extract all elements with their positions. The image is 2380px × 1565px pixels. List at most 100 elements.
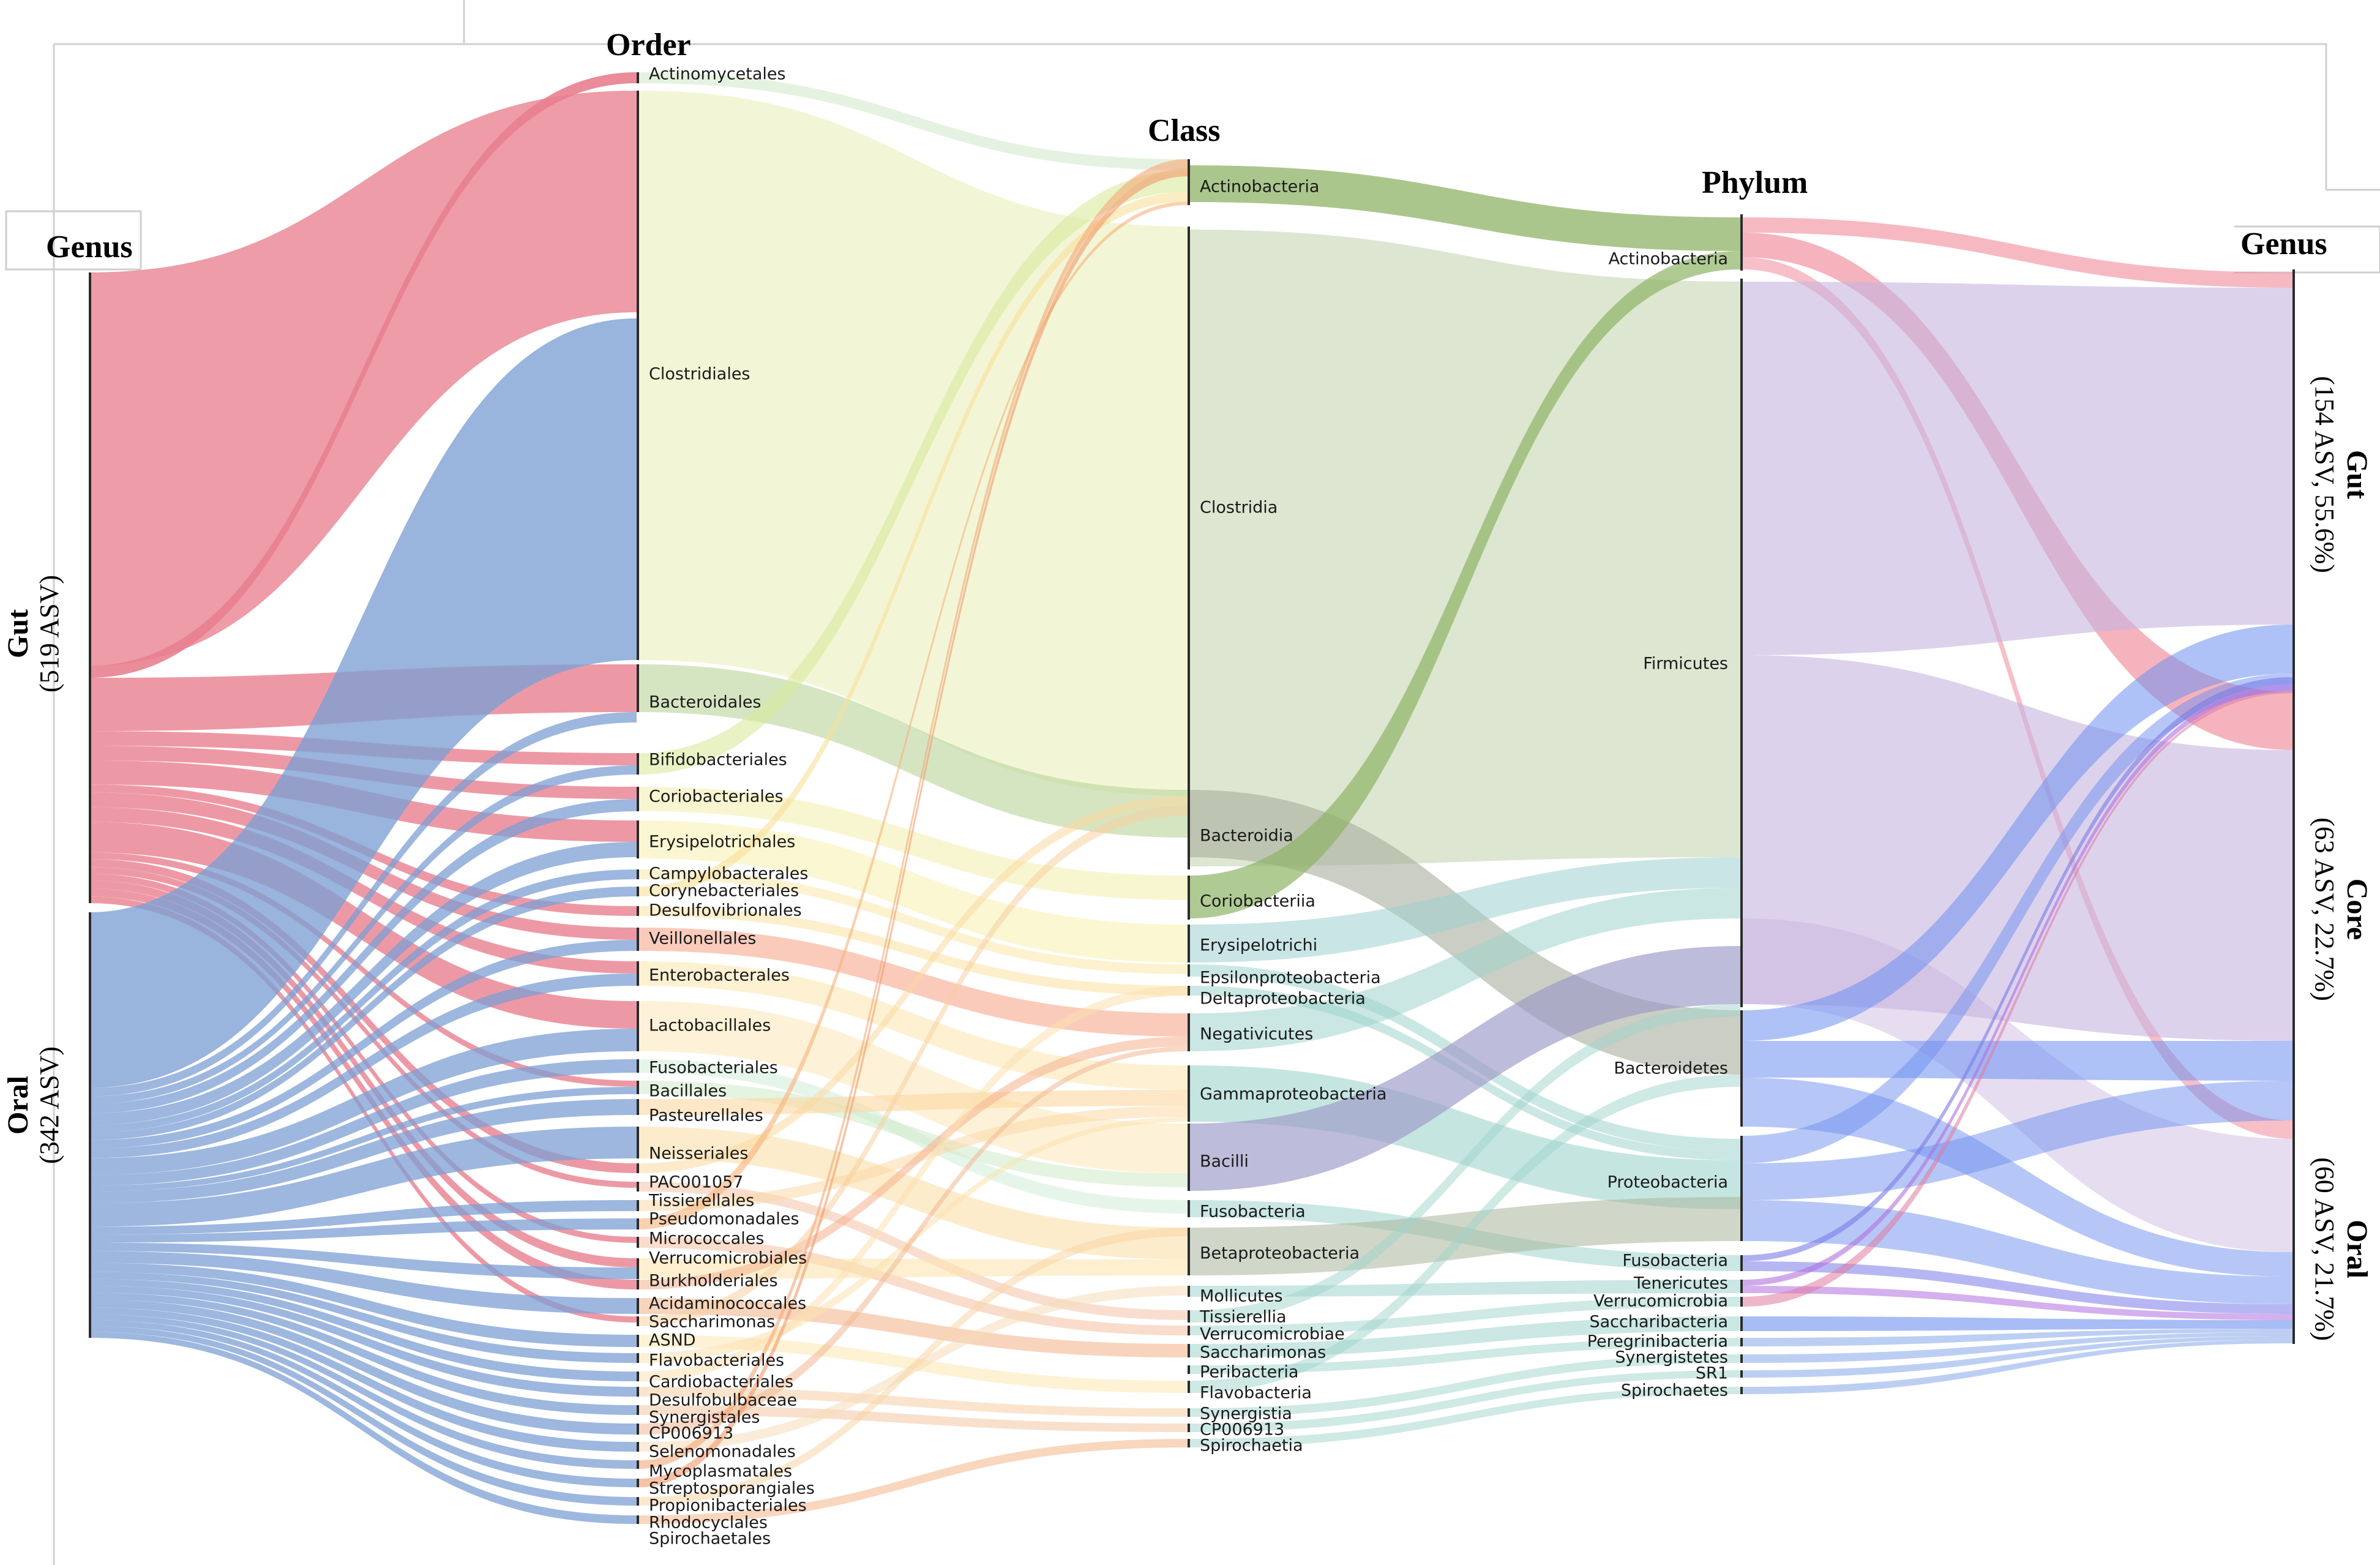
class-bar-bacteroidia	[1188, 790, 1190, 857]
phylum-bar-peregrinibacteria	[1740, 1338, 1743, 1346]
order-bifidobacteriales-to-class-actinobacteria	[639, 170, 1188, 775]
phylum-label-fusobacteria: Fusobacteria	[1622, 1252, 1728, 1270]
order-bar-lactobacillales	[637, 1001, 639, 1051]
oral-to-campylobacterales	[89, 869, 637, 1133]
class-label-synergistia: Synergistia	[1200, 1405, 1292, 1424]
order-cp006913-to-class-cp006913	[639, 1405, 1188, 1432]
class-mollicutes-to-phylum-tenericutes	[1190, 1280, 1740, 1297]
class-label-negativicutes: Negativicutes	[1200, 1025, 1313, 1044]
order-desulfovibrionales-to-class-deltaproteobacteria	[639, 906, 1188, 996]
oral-to-desulfobulbaceae	[89, 1278, 637, 1381]
order-label-asnd: ASND	[649, 1331, 696, 1350]
order-streptosporangiales-to-class-actinobacteria	[639, 159, 1188, 1469]
order-label-campylobacterales: Campylobacterales	[649, 865, 808, 884]
oral-to-mycoplasmatales	[89, 1307, 637, 1452]
order-bar-cp006913	[637, 1405, 639, 1415]
class-peribacteria-to-phylum-peregrinibacteria	[1190, 1338, 1740, 1374]
class-bar-deltaproteobacteria	[1188, 986, 1190, 996]
class-label-verrucomicrobiae: Verrucomicrobiae	[1200, 1325, 1345, 1344]
order-bar-corynebacteriales	[637, 887, 639, 896]
phylum-proteobacteria-to-gut	[1743, 674, 2292, 1163]
class-label-coriobacteriia: Coriobacteriia	[1200, 892, 1315, 911]
phylum-label-sr1: SR1	[1696, 1364, 1728, 1383]
class-label-peribacteria: Peribacteria	[1200, 1363, 1298, 1382]
class-label-flavobacteria: Flavobacteria	[1200, 1384, 1312, 1403]
node-labels: ActinomycetalesClostridialesBacteroidale…	[648, 65, 1728, 1548]
group-detail-oral-left: (342 ASV)	[34, 1046, 64, 1164]
phylum-verrucomicrobia-to-gut	[1743, 691, 2292, 1307]
order-label-veillonellales: Veillonellales	[649, 929, 756, 948]
order-bar-pasteurellales	[637, 1099, 639, 1115]
order-label-erysipelotrichales: Erysipelotrichales	[649, 833, 795, 852]
order-label-streptosporangiales: Streptosporangiales	[649, 1479, 815, 1498]
phylum-proteobacteria-to-core	[1743, 1081, 2292, 1200]
phylum-bar-spirochaetes	[1740, 1387, 1743, 1394]
class-clostridia-to-phylum-firmicutes	[1190, 230, 1740, 866]
order-label-bifidobacteriales: Bifidobacteriales	[649, 751, 787, 770]
order-tissierellales-to-class-tissierellia	[639, 1182, 1188, 1320]
order-bar-campylobacterales	[637, 869, 639, 879]
order-selenomonadales-to-class-negativicutes	[639, 1046, 1188, 1435]
column-title-class: Class	[1148, 113, 1220, 148]
phylum-firmicutes-to-gut	[1743, 282, 2292, 655]
class-bar-actinobacteria	[1188, 159, 1190, 205]
class-label-deltaproteobacteria: Deltaproteobacteria	[1200, 989, 1366, 1008]
order-bar-micrococcales	[637, 1218, 639, 1229]
oral-to-propionibacteriales	[89, 1320, 637, 1487]
class-saccharimonas-to-phylum-saccharibacteria	[1190, 1316, 1740, 1357]
order-bar-bacteroidales	[637, 664, 639, 712]
class-label-fusobacteria: Fusobacteria	[1200, 1203, 1306, 1222]
order-label-saccharimonas: Saccharimonas	[649, 1313, 775, 1332]
phylum-bacteroidetes-to-oral	[1743, 1078, 2292, 1277]
order-bar-bacillales	[637, 1081, 639, 1094]
order-synergistales-to-class-synergistia	[639, 1387, 1188, 1417]
class-bar-coriobacteriia	[1188, 876, 1190, 920]
group-label-oral-right: Oral (60 ASV, 21.7%)	[2310, 1157, 2373, 1341]
oral-to-enterobacterales	[89, 974, 637, 1158]
phylum-bacteroidetes-to-gut	[1743, 625, 2292, 1041]
order-bar-veillonellales	[637, 928, 639, 951]
order-bar-saccharimonas	[637, 1298, 639, 1314]
group-detail-gut-right: (154 ASV, 55.6%)	[2310, 376, 2340, 573]
class-label-mollicutes: Mollicutes	[1200, 1287, 1283, 1306]
class-bar-saccharimonas	[1188, 1344, 1190, 1357]
phylum-saccharibacteria-to-oral	[1743, 1316, 2292, 1331]
order-label-actinomycetales: Actinomycetales	[649, 65, 786, 84]
order-label-burkholderiales: Burkholderiales	[649, 1272, 778, 1291]
order-label-pasteurellales: Pasteurellales	[649, 1106, 763, 1125]
class-label-bacteroidia: Bacteroidia	[1200, 827, 1293, 846]
order-bar-desulfovibrionales	[637, 906, 639, 916]
phylum-actinobacteria-to-oral	[1743, 257, 2292, 1139]
class-label-erysipelotrichi: Erysipelotrichi	[1200, 936, 1317, 955]
phylum-bar-sr1	[1740, 1370, 1743, 1378]
oral-to-bacteroidales	[89, 712, 637, 1097]
class-bar-clostridia	[1188, 227, 1190, 869]
class-bar-mollicutes	[1188, 1286, 1190, 1297]
order-bacillales-to-class-bacilli	[639, 1081, 1188, 1187]
oral-to-clostridiales	[89, 318, 637, 1088]
oral-to-bifidobacteriales	[89, 765, 637, 1104]
phylum-bar-firmicutes	[1740, 279, 1743, 1007]
group-detail-core-right: (63 ASV, 22.7%)	[2310, 817, 2340, 1001]
phylum-label-verrucomicrobia: Verrucomicrobia	[1593, 1292, 1728, 1311]
group-label-core-right: Core (63 ASV, 22.7%)	[2310, 817, 2373, 1001]
phylum-label-tenericutes: Tenericutes	[1633, 1274, 1728, 1293]
oral-to-streptosporangiales	[89, 1314, 637, 1469]
order-bar-streptosporangiales	[637, 1460, 639, 1469]
oral-to-cardiobacteriales	[89, 1272, 637, 1363]
phylum-proteobacteria-to-oral	[1743, 1200, 2292, 1304]
order-label-propionibacteriales: Propionibacteriales	[649, 1496, 807, 1515]
order-desulfobulbaceae-to-class-deltaproteobacteria	[639, 986, 1188, 1381]
order-label-flavobacteriales: Flavobacteriales	[649, 1351, 784, 1370]
oral-to-cp006913	[89, 1293, 637, 1415]
phylum-bar-actinobacteria	[1740, 214, 1743, 271]
gut-to-burkholderiales	[89, 880, 637, 1267]
order-label-selenomonadales: Selenomonadales	[649, 1443, 796, 1462]
class-label-epsilonproteobacteria: Epsilonproteobacteria	[1200, 969, 1381, 988]
genus-right-gut-bar	[2292, 269, 2295, 692]
order-pac001057-to-class-clostridia	[639, 796, 1188, 1173]
group-detail-oral-right: (60 ASV, 21.7%)	[2310, 1157, 2340, 1341]
phylum-fusobacteria-to-core	[1743, 677, 2292, 1261]
order-bar-bifidobacteriales	[637, 753, 639, 775]
